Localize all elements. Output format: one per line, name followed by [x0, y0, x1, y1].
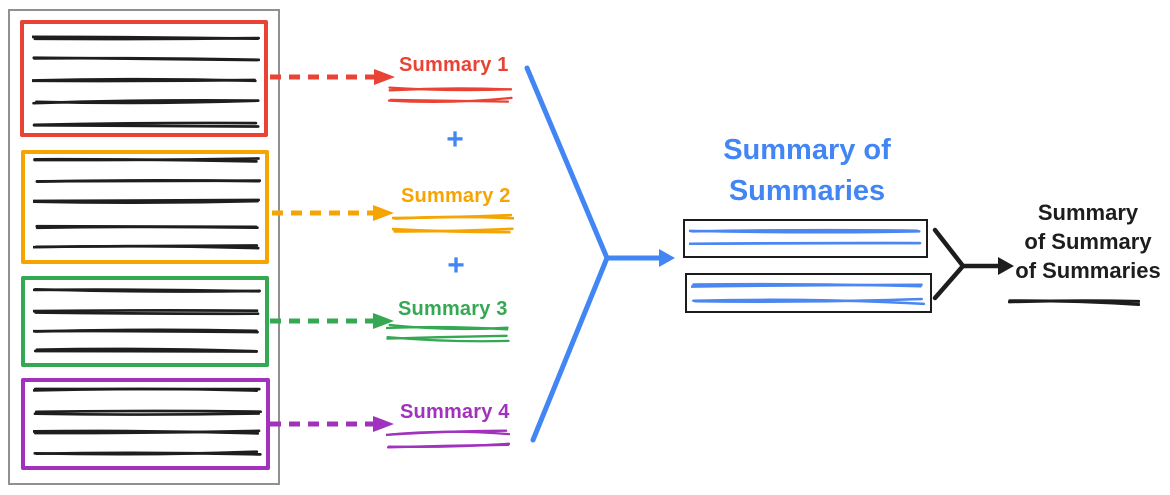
summary-1-label: Summary 1 — [399, 54, 509, 76]
summary-of-summaries-box-1-scribbles — [689, 228, 922, 245]
summary-2-label: Summary 2 — [401, 185, 511, 207]
summary-4-label: Summary 4 — [400, 401, 510, 423]
final-summary-line-3: of Summaries — [1015, 258, 1161, 283]
final-summary-line-1: Summary — [1037, 200, 1139, 225]
document-3-box — [21, 276, 269, 367]
document-3-to-summary-arrow — [270, 313, 394, 329]
document-4-text-scribbles — [33, 387, 262, 456]
source-documents-panel — [8, 9, 280, 485]
document-3-text-scribbles — [33, 287, 261, 353]
summary-of-summaries-box-2 — [685, 273, 932, 313]
summary-of-summaries-box-1 — [683, 219, 928, 258]
document-1-text-scribbles — [32, 35, 260, 128]
document-4-to-summary-arrow — [270, 416, 394, 432]
summary-2-scribbles — [392, 213, 514, 234]
plus-sign-1: + — [446, 123, 464, 156]
summary-of-summaries-title: Summary of Summaries — [723, 134, 891, 207]
summary-3-scribbles — [386, 323, 510, 343]
final-summary-scribble — [1008, 299, 1140, 306]
document-2-box — [21, 150, 269, 264]
summary-4-scribbles — [386, 429, 510, 449]
document-2-text-scribbles — [33, 157, 261, 250]
plus-sign-2: + — [447, 249, 465, 282]
merge-arrow — [524, 65, 675, 443]
document-1-to-summary-arrow — [270, 69, 395, 85]
document-4-box — [21, 378, 270, 470]
document-2-to-summary-arrow — [272, 205, 394, 221]
summary-of-summaries-box-2-scribbles — [691, 282, 926, 306]
final-merge-arrow — [932, 227, 1014, 301]
document-1-box — [20, 20, 268, 137]
summary-1-scribbles — [388, 86, 513, 104]
final-summary-line-2: of Summary — [1024, 229, 1152, 254]
final-summary-label: Summary of Summary of Summaries — [1012, 198, 1164, 285]
summary-3-label: Summary 3 — [398, 298, 508, 320]
